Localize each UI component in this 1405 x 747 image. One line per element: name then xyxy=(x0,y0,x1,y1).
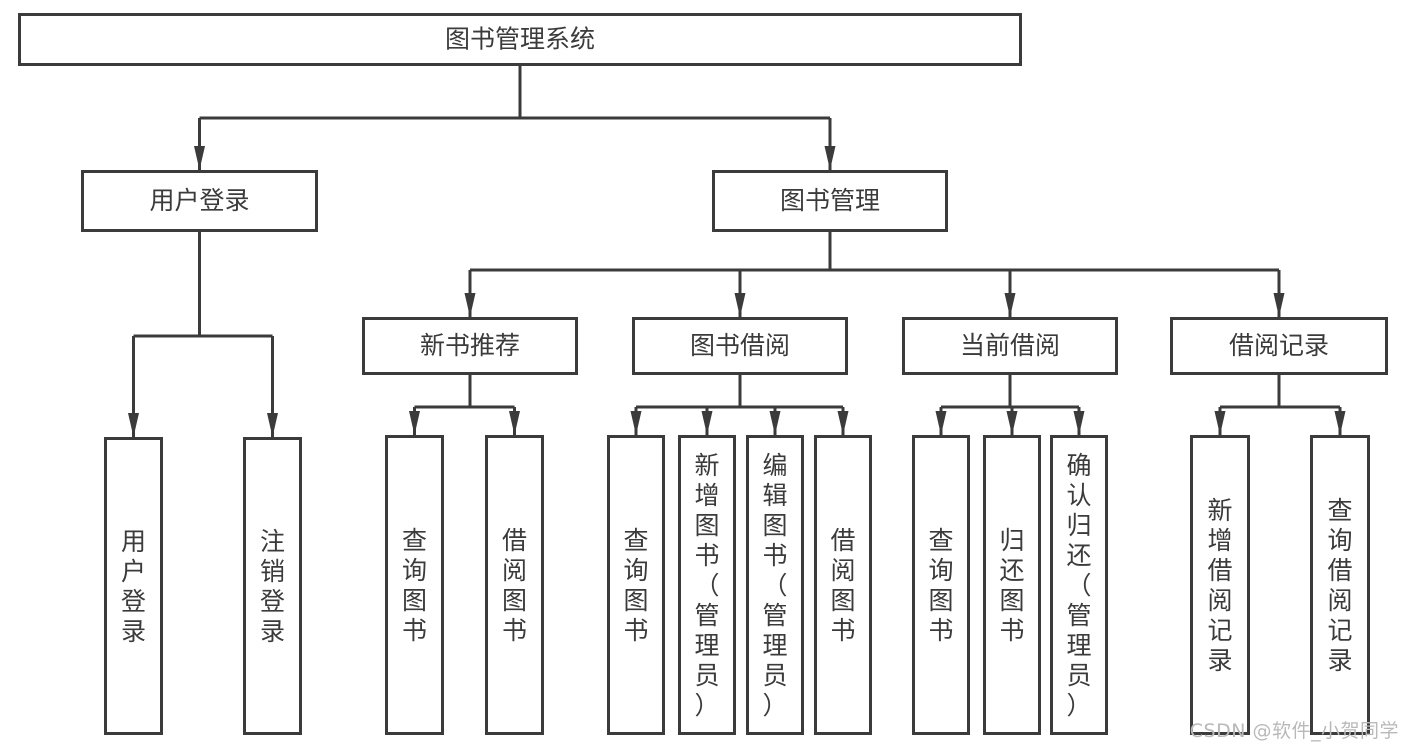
node-label: 确认归还（管理员） xyxy=(1066,451,1091,720)
node-label: 图书借阅 xyxy=(690,331,790,360)
node-leaf-borrow-book-1[interactable]: 借阅图书 xyxy=(485,435,544,735)
node-label: 用户登录 xyxy=(121,527,146,646)
node-label: 图书管理 xyxy=(780,186,880,215)
node-layer: 图书管理系统用户登录图书管理新书推荐图书借阅当前借阅借阅记录用户登录注销登录查询… xyxy=(18,13,1388,735)
node-label: 查询图书 xyxy=(623,526,648,645)
node-box xyxy=(712,170,948,232)
node-label: 借阅图书 xyxy=(502,526,527,645)
node-box xyxy=(1190,435,1250,735)
node-box xyxy=(814,435,872,735)
node-box xyxy=(243,437,302,735)
node-box xyxy=(1170,317,1388,375)
node-box xyxy=(983,435,1041,735)
node-label: 新书推荐 xyxy=(420,331,520,360)
node-leaf-add-book-admin[interactable]: 新增图书（管理员） xyxy=(678,435,736,735)
node-label: 编辑图书（管理员） xyxy=(762,451,787,720)
node-label: 查询图书 xyxy=(402,526,427,645)
node-box xyxy=(362,317,578,375)
node-box xyxy=(81,170,318,232)
node-label: 注销登录 xyxy=(260,527,285,646)
node-label: 查询图书 xyxy=(928,526,953,645)
node-box xyxy=(678,435,736,735)
connector-layer xyxy=(128,66,1346,437)
node-box xyxy=(902,317,1118,375)
node-label: 归还图书 xyxy=(999,526,1024,645)
node-new-book-recommend[interactable]: 新书推荐 xyxy=(362,317,578,375)
node-label: 借阅图书 xyxy=(830,526,855,645)
node-leaf-confirm-return-admin[interactable]: 确认归还（管理员） xyxy=(1050,435,1108,735)
node-box xyxy=(607,435,665,735)
node-label: 新增图书（管理员） xyxy=(694,451,719,720)
node-box xyxy=(1310,435,1370,735)
node-borrow-record[interactable]: 借阅记录 xyxy=(1170,317,1388,375)
node-leaf-user-logout[interactable]: 注销登录 xyxy=(243,437,302,735)
node-leaf-user-login[interactable]: 用户登录 xyxy=(104,437,163,735)
node-label: 用户登录 xyxy=(149,186,249,215)
node-leaf-add-borrow-record[interactable]: 新增借阅记录 xyxy=(1190,435,1250,735)
node-label: 图书管理系统 xyxy=(445,25,595,54)
node-box xyxy=(912,435,970,735)
node-box xyxy=(1050,435,1108,735)
node-box xyxy=(485,435,544,735)
watermark-text: CSDN @软件_小贺同学 xyxy=(1189,720,1399,742)
node-root[interactable]: 图书管理系统 xyxy=(18,13,1022,66)
node-leaf-query-book-3[interactable]: 查询图书 xyxy=(912,435,970,735)
node-box xyxy=(746,435,804,735)
node-label: 当前借阅 xyxy=(960,331,1060,360)
node-leaf-query-book-2[interactable]: 查询图书 xyxy=(607,435,665,735)
node-label: 查询借阅记录 xyxy=(1327,496,1352,675)
node-leaf-query-borrow-record[interactable]: 查询借阅记录 xyxy=(1310,435,1370,735)
node-leaf-edit-book-admin[interactable]: 编辑图书（管理员） xyxy=(746,435,804,735)
node-label: 借阅记录 xyxy=(1229,331,1329,360)
node-leaf-query-book-1[interactable]: 查询图书 xyxy=(385,435,444,735)
node-leaf-borrow-book-2[interactable]: 借阅图书 xyxy=(814,435,872,735)
node-box xyxy=(104,437,163,735)
node-current-borrow[interactable]: 当前借阅 xyxy=(902,317,1118,375)
node-leaf-return-book[interactable]: 归还图书 xyxy=(983,435,1041,735)
node-box xyxy=(632,317,848,375)
node-user-login[interactable]: 用户登录 xyxy=(81,170,318,232)
node-label: 新增借阅记录 xyxy=(1207,496,1232,675)
node-book-manage[interactable]: 图书管理 xyxy=(712,170,948,232)
node-box xyxy=(18,13,1022,66)
node-book-borrow[interactable]: 图书借阅 xyxy=(632,317,848,375)
node-box xyxy=(385,435,444,735)
